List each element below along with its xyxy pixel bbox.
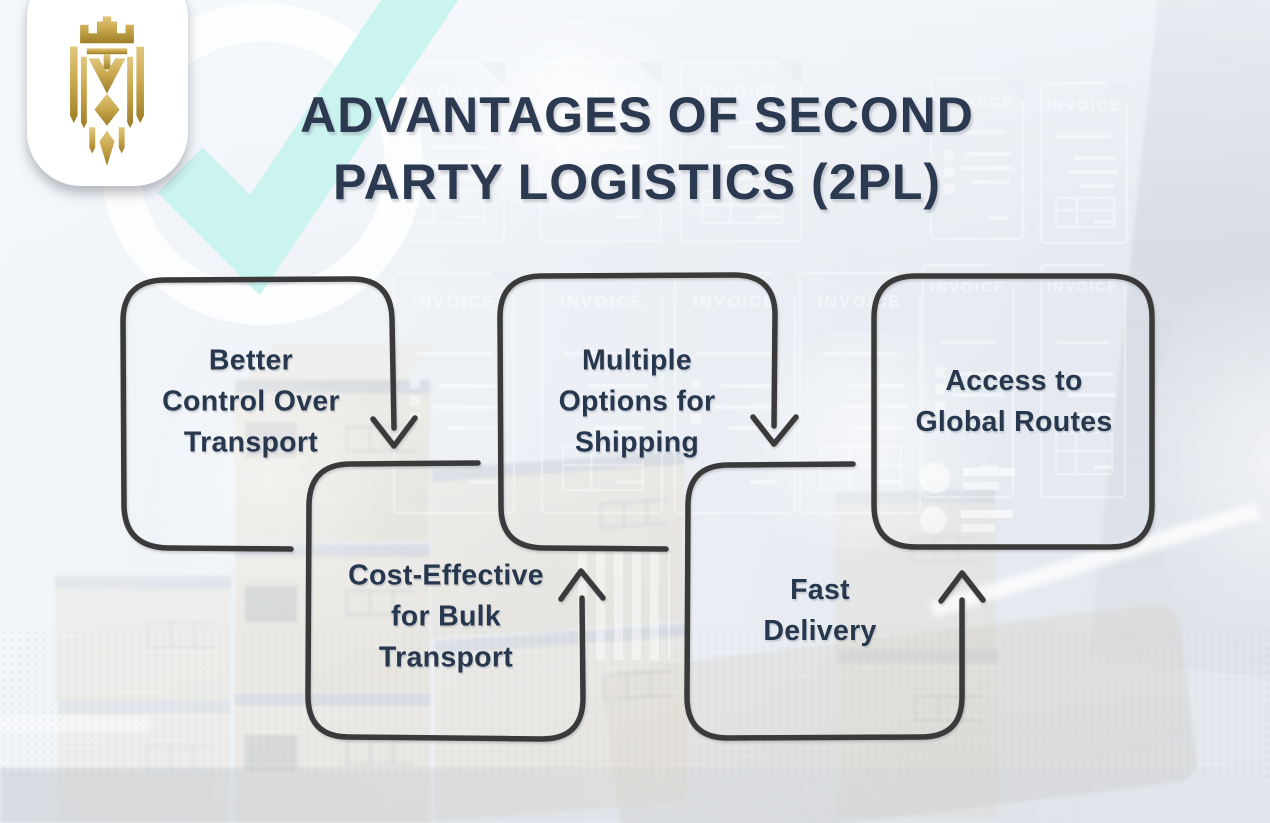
invoice-watermark-label: INVOICE (1046, 96, 1122, 114)
advantage-label-line: Transport (183, 426, 319, 459)
advantage-label-5: Access to Global Routes (915, 361, 1112, 443)
invoice-watermark-label: INVOICE (699, 81, 783, 101)
invoice-watermark-label: INVOICE (559, 81, 643, 101)
advantage-box-4-outline (684, 461, 965, 741)
halftone-dots (0, 628, 1270, 778)
advantage-label-line: for Bulk (390, 600, 502, 633)
advantage-box-2-outline (305, 460, 586, 742)
dashboard-watermark (905, 452, 1055, 547)
advantage-label-2: Cost-Effective for Bulk Transport (348, 556, 544, 679)
advantage-box-3-outline (497, 272, 778, 552)
invoice-watermark-label: INVOICE (560, 291, 644, 311)
advantage-label-line: Control Over (162, 385, 340, 418)
lion-crest-icon (70, 16, 144, 166)
invoice-watermark: INVOICE (799, 272, 921, 514)
page-title-line: ADVANTAGES OF SECOND (300, 87, 974, 143)
advantage-label-line: Global Routes (915, 406, 1113, 438)
advantage-label-line: Shipping (574, 426, 700, 459)
arrow-down-icon (370, 415, 418, 449)
advantage-label-line: Access to (945, 365, 1083, 397)
invoice-watermark-label: INVOICE (1047, 278, 1119, 295)
invoice-watermark: INVOICE (540, 62, 662, 242)
invoice-watermark-label: INVOICE (939, 93, 1015, 111)
invoice-watermark: INVOICE (930, 78, 1024, 240)
advantage-label-line: Delivery (763, 615, 877, 647)
logo-card (27, 0, 188, 186)
invoice-watermark: INVOICE (1040, 82, 1128, 244)
invoice-watermark-label: INVOICE (930, 279, 1006, 297)
advantage-label-line: Better (208, 344, 294, 377)
page-title-line: PARTY LOGISTICS (2PL) (332, 154, 942, 210)
page-title: ADVANTAGES OF SECOND PARTY LOGISTICS (2P… (300, 82, 974, 216)
advantage-label-line: Transport (378, 641, 514, 674)
advantage-label-line: Cost-Effective (348, 559, 544, 592)
advantage-label-line: Options for (558, 385, 716, 418)
advantage-box-1-outline (120, 276, 397, 552)
invoice-watermark: INVOICE (1040, 264, 1126, 498)
advantage-label-line: Multiple (581, 344, 693, 377)
lion-crest-shapes (70, 16, 144, 166)
advantage-label-3: Multiple Options for Shipping (559, 341, 716, 464)
arrow-down-icon (750, 414, 799, 447)
invoice-watermark-label: INVOICE (402, 81, 486, 101)
advantage-label-1: Better Control Over Transport (162, 341, 340, 464)
checkmark-icon (157, 0, 459, 296)
arrow-up-icon (938, 570, 986, 604)
invoice-watermark: INVOICE (541, 272, 663, 514)
invoice-watermark-label: INVOICE (693, 291, 777, 311)
invoice-watermark-label: INVOICE (412, 291, 496, 311)
advantage-box-5-outline (871, 273, 1155, 550)
invoice-watermark: INVOICE (680, 62, 802, 242)
advantage-label-4: Fast Delivery (763, 570, 876, 652)
light-blob (420, 20, 720, 210)
bar-chart-watermark (578, 552, 670, 660)
advantage-label-line: Fast (790, 574, 850, 606)
arrow-up-icon (558, 568, 606, 602)
